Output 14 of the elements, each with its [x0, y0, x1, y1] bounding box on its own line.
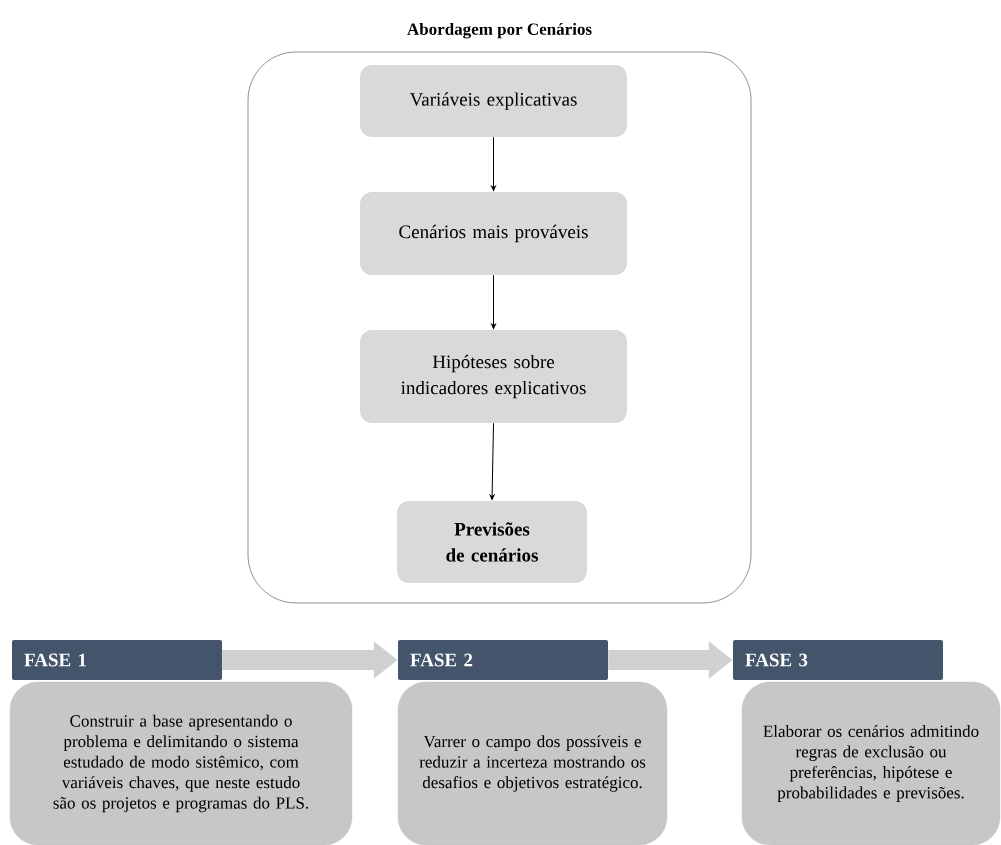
arrow: [491, 274, 496, 330]
phase-header: FASE 3: [733, 640, 943, 680]
process-box: Hipóteses sobre indicadores explicativos: [360, 330, 627, 423]
process-box: Cenários mais prováveis: [360, 192, 627, 275]
phase-box: Construir a base apresentando o problema e delimitando o sistema estudado de modo sistêmico, com variáveis chaves, que neste estudo são os projetos e programas do PLS.: [9, 681, 353, 845]
arrow: [489, 422, 495, 501]
phase-box: Elaborar os cenários admitindo regras de exclusão ou preferências, hipótese e probabilidades e previsões.: [741, 681, 1001, 845]
process-box: Previsões de cenários: [397, 501, 587, 583]
process-box: Variáveis explicativas: [360, 65, 627, 137]
arrow: [491, 136, 496, 192]
phase-header: FASE 2: [398, 640, 608, 680]
node-label: Abordagem por Cenários: [407, 22, 592, 39]
phase-box: Varrer o campo dos possíveis e reduzir a incerteza mostrando os desafios e objetivos estratégico.: [397, 681, 668, 845]
phase-header: FASE 1: [12, 640, 222, 680]
